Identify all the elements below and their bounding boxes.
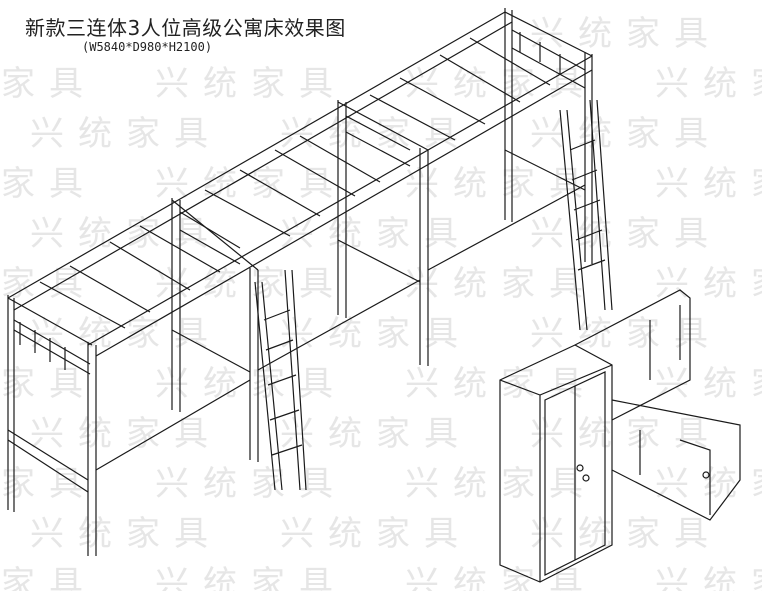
watermark-text: 兴统家具 [280,514,472,554]
watermark-text: 兴统家具 [30,114,222,154]
wardrobe-desk-unit [499,289,741,583]
watermark-text: 兴统家具 [155,564,347,591]
watermark-text: 兴统家具 [0,64,97,104]
dimensions-label: (W5840*D980*H2100) [82,40,213,54]
watermark-text: 兴统家具 [530,14,722,54]
watermark-text: 兴统家具 [530,514,722,554]
watermark-text: 兴统家具 [655,364,762,404]
page-title: 新款三连体3人位高级公寓床效果图 [25,16,346,40]
watermark-text: 兴统家具 [0,164,97,204]
watermark-text: 兴统家具 [405,264,597,304]
watermark-text: 兴统家具 [530,114,722,154]
watermark-text: 兴统家具 [155,64,347,104]
watermark-text: 兴统家具 [155,164,347,204]
watermark-text: 兴统家具 [30,514,222,554]
watermark-text: 兴统家具 [405,464,597,504]
watermark-text: 兴统家具 [280,114,472,154]
bed-frame [7,8,613,556]
watermark-text: 兴统家具 [405,364,597,404]
watermark-text: 兴统家具 [655,164,762,204]
watermark-text: 兴统家具 [655,64,762,104]
watermark-text: 兴统家具 [530,314,722,354]
watermark-text: 兴统家具 [655,564,762,591]
watermark-text: 兴统家具 [655,264,762,304]
watermark-text: 兴统家具 [280,414,472,454]
watermark-text: 兴统家具 [530,414,722,454]
watermark-text: 兴统家具 [0,564,97,591]
watermark-text: 兴统家具 [405,164,597,204]
watermark-text: 兴统家具 [655,464,762,504]
watermark-text: 兴统家具 [530,214,722,254]
watermark-text: 兴统家具 [30,414,222,454]
watermark-text: 兴统家具 [405,564,597,591]
watermark-text: 兴统家具 [155,464,347,504]
